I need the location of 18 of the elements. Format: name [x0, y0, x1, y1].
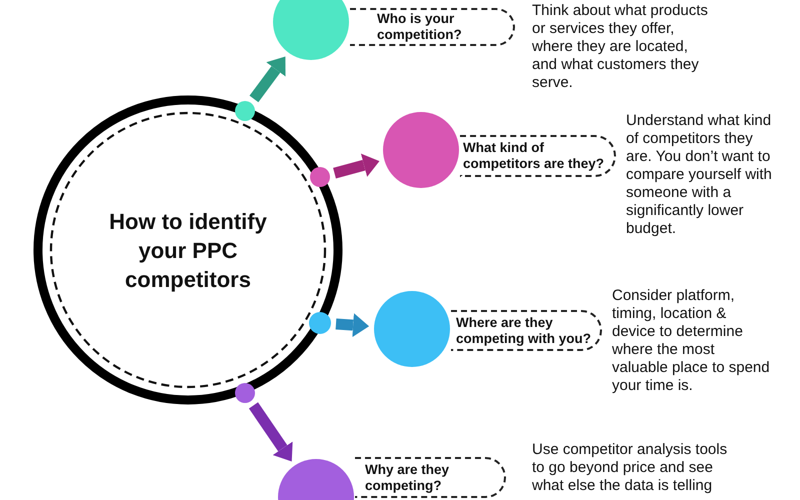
question-text: What kind of competitors are they?	[463, 140, 606, 172]
question-text: Where are they competing with you?	[456, 314, 592, 346]
dashed-pill	[451, 310, 602, 351]
ring-circle	[33, 95, 343, 405]
description-text: Understand what kind of competitors they are. You don’t want to compare yourself with someone with a significantly lower budget.	[626, 112, 773, 238]
description-text: Use competitor analysis tools to go beyond price and see what else the data is telling	[532, 441, 728, 495]
dashed-pill	[460, 135, 616, 177]
heading-text: How to identify your PPC competitors	[108, 208, 268, 294]
description-text: Consider platform, timing, location & device to determine where the most valuable place to spend your time is.	[612, 287, 771, 395]
question-text: Who is your competition?	[377, 11, 463, 43]
large-circle	[273, 0, 349, 60]
question-text: Why are they competing?	[365, 462, 450, 494]
small-dot	[235, 101, 255, 121]
description-text: Think about what products or services they offer, where they are located, and what customers they serve.	[532, 2, 709, 92]
dashed-pill	[350, 8, 515, 46]
arrow	[250, 56, 286, 102]
small-dot	[235, 383, 255, 403]
arrow	[336, 313, 370, 338]
